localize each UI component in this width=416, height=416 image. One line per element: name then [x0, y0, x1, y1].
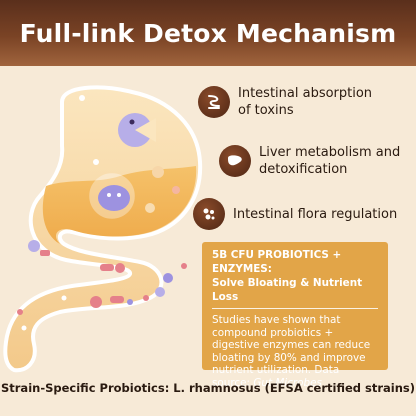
feature-label-line2: detoxification — [259, 162, 348, 177]
feature-flora-regulation: Intestinal flora regulation — [193, 198, 397, 230]
flora-icon — [193, 198, 225, 230]
info-box: 5B CFU PROBIOTICS + ENZYMES: Solve Bloat… — [202, 242, 388, 389]
digestive-tract-illustration — [3, 85, 203, 373]
liver-icon — [219, 145, 251, 177]
feature-label-line1: Liver metabolism and — [259, 145, 401, 160]
info-body-text: Studies have shown that compound probiot… — [212, 314, 371, 389]
feature-intestinal-absorption: Intestinal absorption of toxins — [198, 85, 372, 119]
feature-label-line1: Intestinal absorption — [238, 86, 373, 101]
footer-strain-note: Strain-Specific Probiotics: L. rhamnosus… — [0, 381, 416, 395]
feature-label-line1: Intestinal flora regulation — [233, 206, 398, 222]
intestine-icon — [198, 86, 230, 118]
page-title: Full-link Detox Mechanism — [19, 18, 397, 48]
info-body: Studies have shown that compound probiot… — [212, 314, 378, 389]
feature-label-line2: of toxins — [238, 103, 294, 118]
info-heading-line1: 5B CFU PROBIOTICS + ENZYMES: — [212, 249, 342, 275]
feature-liver-metabolism: Liver metabolism and detoxification — [219, 144, 400, 178]
microbe-shielded — [98, 185, 130, 211]
header-banner: Full-link Detox Mechanism — [0, 0, 416, 66]
info-source: Gut Microbes — [253, 376, 322, 389]
info-divider — [212, 308, 378, 309]
info-heading-line2: Solve Bloating & Nutrient Loss — [212, 277, 363, 303]
